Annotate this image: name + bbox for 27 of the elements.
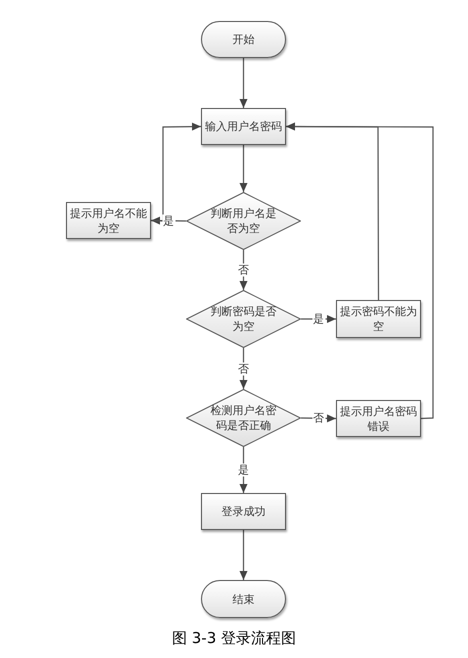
edge-label: 是 <box>162 214 175 228</box>
node-text: 提示用户名不能为空 <box>70 206 147 236</box>
node-text: 开始 <box>232 32 254 47</box>
arrow <box>150 122 201 222</box>
node-text: 输入用户名密码 <box>205 119 282 134</box>
node-text: 提示用户名密码错误 <box>340 404 417 434</box>
edge-label: 是 <box>237 464 250 476</box>
edge-label: 否 <box>312 412 325 425</box>
edge-label: 是 <box>312 312 325 326</box>
node-text: 判断密码是否为空 <box>210 304 277 334</box>
arrow <box>240 58 248 108</box>
process-box <box>201 493 286 530</box>
terminal-shape <box>201 21 286 58</box>
node-text: 检测用户名密码是否正确 <box>210 403 277 433</box>
arrow <box>240 447 248 493</box>
edge-label: 否 <box>237 362 250 375</box>
arrow <box>240 145 248 192</box>
terminal-shape <box>201 580 286 618</box>
node-text: 提示密码不能为空 <box>340 304 417 334</box>
node-text: 登录成功 <box>222 504 266 519</box>
node-text: 判断用户名是否为空 <box>210 206 277 236</box>
process-box <box>201 108 286 145</box>
edge-label: 否 <box>237 264 250 276</box>
node-text: 结束 <box>232 592 254 606</box>
arrow <box>286 122 434 420</box>
figure-caption: 图 3-3 登录流程图 <box>170 628 298 648</box>
arrow <box>240 530 248 580</box>
